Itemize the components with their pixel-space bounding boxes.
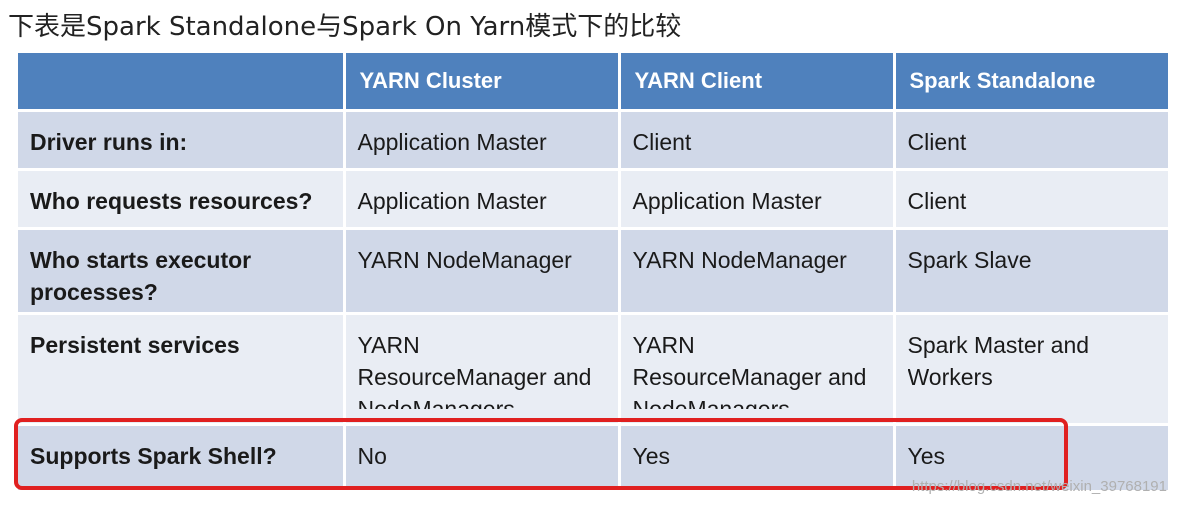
table-cell: Yes <box>892 423 1168 490</box>
table-row: Supports Spark Shell? No Yes Yes <box>18 423 1168 490</box>
table-row: Driver runs in: Application Master Clien… <box>18 109 1168 170</box>
row-label: Who starts executor processes? <box>18 227 344 314</box>
watermark: https://blog.csdn.net/weixin_39768191 <box>911 478 1167 495</box>
cell-text: YARN ResourceManager and NodeManagers <box>632 332 867 409</box>
table-cell: YARN NodeManager <box>617 227 894 314</box>
comparison-table: YARN Cluster YARN Client Spark Standalon… <box>18 53 1168 490</box>
table-row: Persistent services YARN ResourceManager… <box>18 312 1168 425</box>
cell-text: Persistent services <box>30 332 240 358</box>
table-cell: Client <box>617 109 894 170</box>
row-label: Who requests resources? <box>18 168 344 229</box>
table-cell: Application Master <box>342 168 619 229</box>
table-cell: YARN NodeManager <box>342 227 619 314</box>
header-cell-spark-standalone: Spark Standalone <box>892 53 1168 111</box>
table-cell: Yes <box>617 423 894 490</box>
cell-text: YARN ResourceManager and NodeManagers <box>357 332 592 409</box>
cell-text: Spark Master and Workers <box>907 332 1090 390</box>
table-row: Who requests resources? Application Mast… <box>18 168 1168 229</box>
row-label: Persistent services <box>18 312 344 425</box>
table-cell: Client <box>892 168 1168 229</box>
table-cell: Application Master <box>617 168 894 229</box>
row-label: Driver runs in: <box>18 109 344 170</box>
row-label: Supports Spark Shell? <box>18 423 344 490</box>
table-cell: Application Master <box>342 109 619 170</box>
header-cell-yarn-client: YARN Client <box>617 53 894 111</box>
header-cell-yarn-cluster: YARN Cluster <box>342 53 619 111</box>
table-cell: YARN ResourceManager and NodeManagers <box>617 312 894 425</box>
header-cell-empty <box>18 53 344 111</box>
table-cell: Spark Slave <box>892 227 1168 314</box>
table-cell: Spark Master and Workers <box>892 312 1168 425</box>
table-cell: YARN ResourceManager and NodeManagers <box>342 312 619 425</box>
table-header-row: YARN Cluster YARN Client Spark Standalon… <box>18 53 1168 111</box>
table-cell: Client <box>892 109 1168 170</box>
table-row: Who starts executor processes? YARN Node… <box>18 227 1168 314</box>
table-cell: No <box>342 423 619 490</box>
page-caption: 下表是Spark Standalone与Spark On Yarn模式下的比较 <box>8 12 682 42</box>
